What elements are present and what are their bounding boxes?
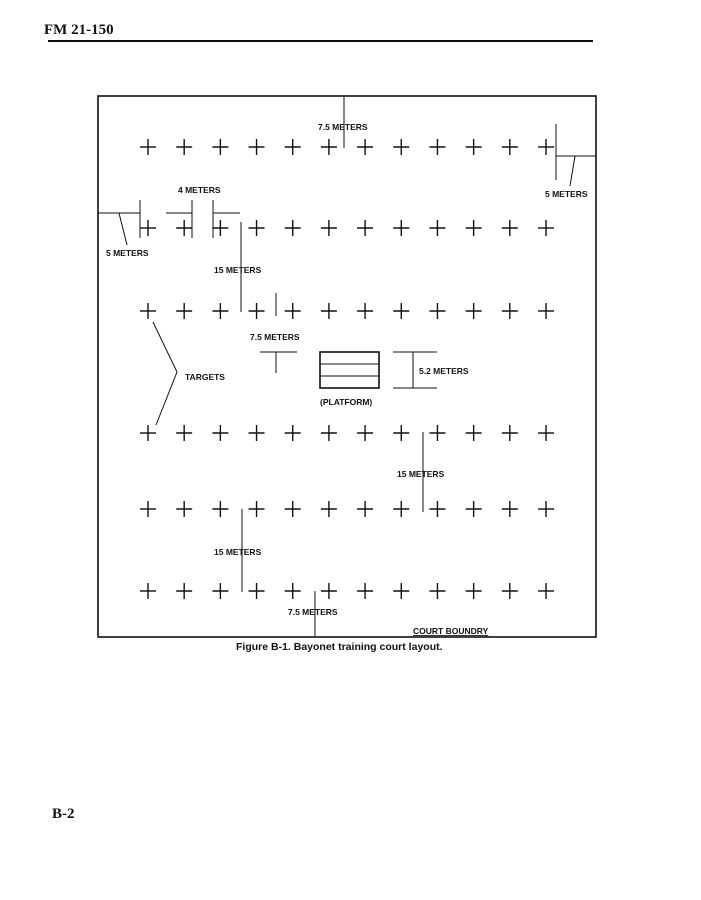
target-cross [248, 139, 265, 155]
target-cross [248, 501, 265, 517]
target-cross [465, 139, 482, 155]
target-cross [212, 303, 229, 319]
target-cross [393, 139, 410, 155]
target-cross [212, 220, 229, 236]
page-number: B-2 [52, 806, 75, 822]
target-cross [538, 583, 554, 599]
target-cross [429, 501, 446, 517]
target-cross [538, 220, 554, 236]
court-boundary-label: COURT BOUNDRY [413, 626, 489, 636]
target-cross [357, 425, 374, 441]
row-spacing-1-label: 15 METERS [214, 265, 262, 275]
target-cross [501, 139, 518, 155]
target-cross [320, 220, 337, 236]
right-margin-leader [569, 155, 576, 187]
target-cross [429, 425, 446, 441]
target-cross [248, 583, 265, 599]
row-spacing-2-label: 15 METERS [397, 469, 445, 479]
target-cross [320, 501, 337, 517]
target-cross [284, 303, 301, 319]
target-cross [501, 583, 518, 599]
left-margin-leader [118, 212, 128, 246]
target-cross [465, 303, 482, 319]
target-cross [465, 501, 482, 517]
platform [319, 351, 380, 389]
target-grid [140, 139, 554, 599]
target-spacing-label: 4 METERS [178, 185, 221, 195]
target-cross [140, 583, 156, 599]
target-cross [393, 425, 410, 441]
target-cross [538, 303, 554, 319]
target-cross [393, 303, 410, 319]
right-margin-label: 5 METERS [545, 189, 588, 199]
target-cross [140, 501, 156, 517]
target-cross [248, 220, 265, 236]
target-cross [320, 583, 337, 599]
target-cross [140, 220, 156, 236]
targets-label: TARGETS [185, 372, 225, 382]
target-cross [176, 583, 193, 599]
figure-caption: Figure B-1. Bayonet training court layou… [236, 641, 443, 653]
target-cross [357, 501, 374, 517]
target-cross [357, 583, 374, 599]
target-cross [248, 303, 265, 319]
target-cross [248, 425, 265, 441]
target-cross [538, 425, 554, 441]
target-cross [140, 425, 156, 441]
row-spacing-3-label: 15 METERS [214, 547, 262, 557]
target-cross [501, 220, 518, 236]
platform-label: (PLATFORM) [320, 397, 372, 407]
target-cross [357, 303, 374, 319]
platform-width-label: 5.2 METERS [419, 366, 469, 376]
target-cross [501, 501, 518, 517]
document-id: FM 21-150 [44, 22, 114, 38]
target-cross [212, 501, 229, 517]
target-cross [284, 220, 301, 236]
target-cross [284, 425, 301, 441]
target-cross [357, 139, 374, 155]
target-cross [538, 139, 554, 155]
bottom-gap-label: 7.5 METERS [288, 607, 338, 617]
target-cross [176, 220, 193, 236]
target-cross [176, 425, 193, 441]
target-cross [429, 220, 446, 236]
target-cross [212, 583, 229, 599]
target-cross [393, 583, 410, 599]
target-cross [429, 583, 446, 599]
row-to-platform-label: 7.5 METERS [250, 332, 300, 342]
target-cross [429, 303, 446, 319]
target-cross [393, 220, 410, 236]
target-cross [212, 139, 229, 155]
targets-bracket [152, 321, 178, 426]
target-cross [140, 139, 156, 155]
target-cross [538, 501, 554, 517]
target-cross [465, 425, 482, 441]
target-cross [284, 583, 301, 599]
target-cross [140, 303, 156, 319]
target-cross [284, 501, 301, 517]
target-cross [176, 501, 193, 517]
target-cross [176, 303, 193, 319]
target-cross [393, 501, 410, 517]
left-margin-label: 5 METERS [106, 248, 149, 258]
target-cross [176, 139, 193, 155]
target-cross [212, 425, 229, 441]
target-cross [465, 583, 482, 599]
target-cross [357, 220, 374, 236]
target-cross [501, 425, 518, 441]
target-cross [429, 139, 446, 155]
target-cross [320, 303, 337, 319]
top-gap-label: 7.5 METERS [318, 122, 368, 132]
target-cross [284, 139, 301, 155]
target-cross [320, 425, 337, 441]
target-cross [501, 303, 518, 319]
court-boundary [97, 95, 597, 638]
target-cross [465, 220, 482, 236]
target-cross [320, 139, 337, 155]
header-rule [48, 40, 593, 42]
